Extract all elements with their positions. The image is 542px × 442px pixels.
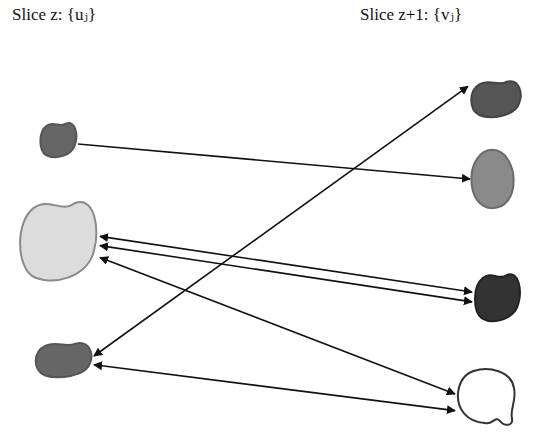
region-blob — [468, 78, 523, 120]
region-blob — [472, 270, 522, 325]
slice-heading: Slice z+1: {vⱼ} — [360, 4, 462, 25]
region-blob — [15, 195, 100, 287]
blob-outline — [455, 366, 517, 428]
region-blob — [38, 120, 78, 160]
correspondence-arrow — [94, 86, 468, 356]
blob-outline — [38, 120, 78, 160]
blob-outline — [15, 195, 100, 287]
correspondence-arrow — [94, 365, 455, 411]
blob-outline — [472, 270, 522, 325]
slice-heading: Slice z: {uⱼ} — [12, 4, 96, 25]
blob-outline — [470, 148, 515, 210]
correspondence-arrow — [100, 258, 455, 394]
correspondence-arrow — [100, 246, 472, 302]
correspondence-arrow — [100, 236, 472, 292]
region-blob — [455, 366, 517, 428]
blob-outline — [32, 340, 94, 380]
region-blob — [32, 340, 94, 380]
region-blob — [470, 148, 515, 210]
correspondence-arrow — [78, 144, 470, 179]
blob-outline — [468, 78, 523, 120]
